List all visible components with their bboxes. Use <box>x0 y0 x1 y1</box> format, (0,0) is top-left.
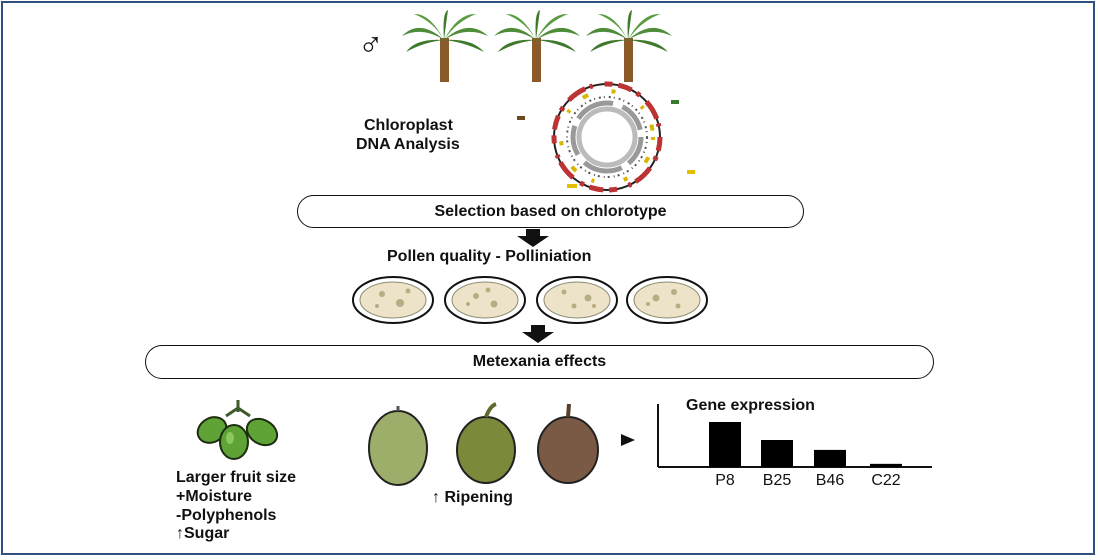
tick-label-b25: B25 <box>763 472 792 489</box>
tick-label-b46: B46 <box>816 472 845 489</box>
fruit-effect-3: -Polyphenols <box>176 507 277 524</box>
fruit-effect-1: Larger fruit size <box>176 469 297 486</box>
pollen-dish-4-icon <box>626 276 708 324</box>
tick-label-p8: P8 <box>715 472 735 489</box>
tick-label-c22: C22 <box>871 472 900 489</box>
palm-tree-2-icon <box>494 10 580 82</box>
metexania-step-box: Metexania effects <box>145 345 934 379</box>
bar-p8 <box>709 422 741 467</box>
pollen-dish-2-icon <box>444 276 526 324</box>
chart-title: Gene expression <box>686 397 815 414</box>
pollen-dish-3-icon <box>536 276 618 324</box>
fruit-cluster-icon <box>196 400 279 460</box>
palm-trees <box>402 10 672 82</box>
chloroplast-genome-map-icon <box>517 81 695 193</box>
fruit-effect-4: ↑Sugar <box>176 525 230 542</box>
bar-c22 <box>870 463 902 467</box>
fruit-maturing-icon <box>456 402 516 484</box>
pollen-dish-1-icon <box>352 276 434 324</box>
chloroplast-label-line1: Chloroplast <box>364 117 453 134</box>
fruit-ripe-icon <box>537 403 599 484</box>
ripening-fruits <box>368 402 599 486</box>
down-arrow-2-icon <box>522 325 554 343</box>
pollen-dishes <box>352 276 708 324</box>
pointer-arrow-icon <box>621 434 635 446</box>
bar-b25 <box>761 440 793 467</box>
male-symbol: ♂ <box>358 26 384 64</box>
palm-tree-1-icon <box>402 10 488 82</box>
palm-tree-3-icon <box>586 10 672 82</box>
fruit-effect-2: +Moisture <box>176 488 253 505</box>
fruit-unripe-icon <box>368 406 428 486</box>
ripening-label: ↑ Ripening <box>432 489 513 506</box>
selection-step-box: Selection based on chlorotype <box>297 195 804 228</box>
chloroplast-label-line2: DNA Analysis <box>356 136 460 153</box>
down-arrow-1-icon <box>517 229 549 247</box>
pollen-step-label: Pollen quality - Polliniation <box>387 248 592 265</box>
gene-expression-chart: P8 B25 B46 C22 <box>657 404 932 489</box>
bar-b46 <box>814 449 846 467</box>
